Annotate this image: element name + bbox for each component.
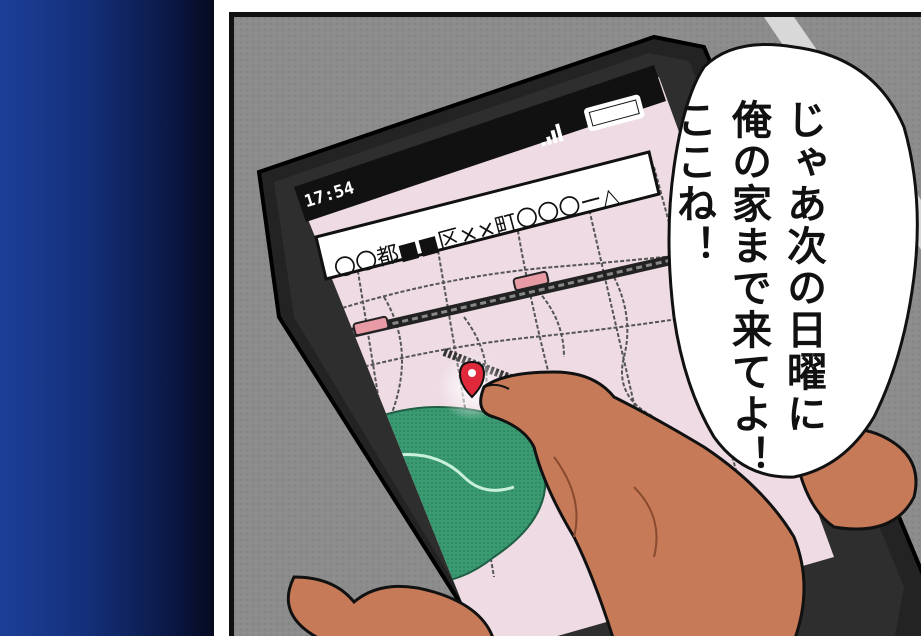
signal-icon (541, 123, 564, 147)
hand-crease (553, 456, 578, 538)
right-panel: 17:54 〇〇都■■区××町〇〇〇ー△ じゃあ次の日曜に 俺の家まで来てよ！ … (229, 12, 921, 636)
park-path (383, 453, 515, 492)
fingernail (483, 383, 510, 390)
speech-line-1: じゃあ次の日曜に (780, 99, 826, 435)
battery-icon (584, 94, 645, 132)
pointing-hand (479, 370, 806, 636)
panel-top-gutter (214, 0, 921, 12)
map-pin-icon (458, 360, 486, 399)
station-marker (512, 270, 550, 292)
speech-line-2: 俺の家まで来てよ！ (725, 99, 771, 477)
left-panel-night-sky (0, 0, 214, 636)
address-bar (314, 150, 661, 281)
holding-hand (286, 575, 494, 636)
speech-bubble (667, 43, 919, 479)
hand-crease (633, 486, 658, 558)
panel-gutter (214, 0, 229, 636)
phone-scene (234, 17, 921, 636)
speech-line-3: ここね！ (670, 99, 716, 267)
station-marker (352, 315, 390, 337)
status-bar (294, 65, 666, 222)
